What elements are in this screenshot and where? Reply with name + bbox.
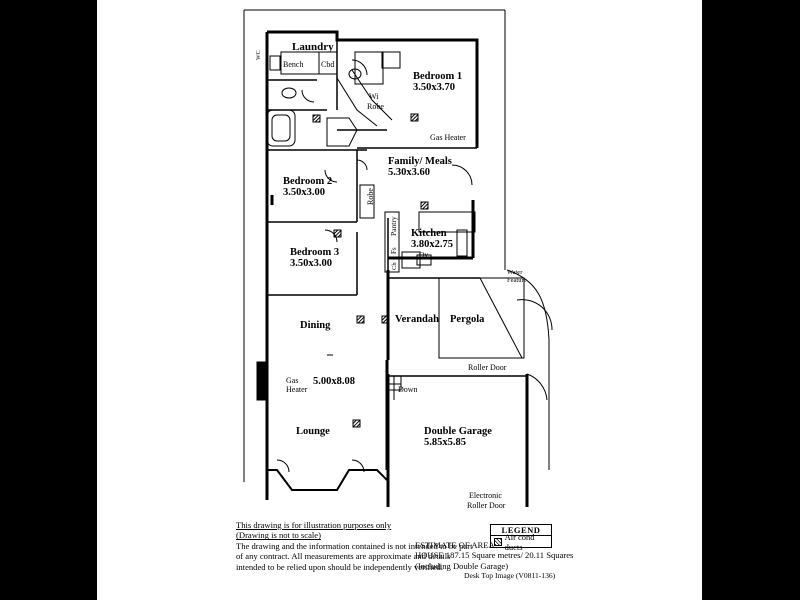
kitchen-label: Kitchen: [411, 228, 447, 239]
heater-label: Heater: [286, 385, 308, 394]
estimate-title: ESTIMATE OF AREA: [415, 540, 495, 550]
lounge-label: Lounge: [296, 426, 330, 437]
legend-title: LEGEND: [491, 525, 551, 536]
bay-window: [267, 469, 388, 491]
verandah-label: Verandah: [395, 314, 439, 325]
bedroom1-size: 3.50x3.70: [413, 82, 455, 93]
double-garage-label: Double Garage: [424, 426, 492, 437]
down-label: Down: [398, 385, 418, 394]
electronic-label: Electronic: [469, 491, 502, 500]
garage-size: 5.85x5.85: [424, 437, 466, 448]
bedroom2-size: 3.50x3.00: [283, 187, 325, 198]
gas-heater-top-label: Gas Heater: [430, 133, 466, 142]
footnote: Desk Top Image (V0811-136): [464, 571, 556, 580]
door-swings: [276, 59, 553, 473]
shed-label: Shed: [258, 379, 267, 396]
water-label: Water: [507, 269, 523, 276]
robe2-label: Robe: [366, 188, 375, 205]
feature-label: Feature: [507, 277, 527, 284]
estimate-of-area: ESTIMATE OF AREA HOUSE 187.15 Square met…: [415, 540, 605, 571]
estimate-house: HOUSE 187.15 Square metres/ 20.11 Square…: [415, 550, 574, 561]
shed-block: [256, 361, 268, 401]
roller-door-label: Roller Door: [468, 363, 507, 372]
bedroom2-label: Bedroom 2: [283, 176, 332, 187]
garage-walls: [386, 374, 529, 507]
estimate-garage-note: (Including Double Garage): [415, 560, 509, 571]
gas-label: Gas: [286, 376, 298, 385]
bedroom3-label: Bedroom 3: [290, 247, 339, 258]
family-meals-size: 5.30x3.60: [388, 167, 430, 178]
stairs: [386, 375, 402, 400]
wardrobe: [336, 69, 393, 219]
wc-label: WC: [256, 50, 262, 60]
ov-label: Ov: [419, 250, 428, 259]
legend: LEGEND Air cond ducts: [490, 524, 552, 552]
disclaimer: This drawing is for illustration purpose…: [236, 520, 476, 572]
dining-label: Dining: [300, 320, 331, 331]
ch-label: Ch: [391, 262, 398, 270]
family-meals-label: Family/ Meals: [388, 156, 452, 167]
bench-label: Bench: [283, 60, 303, 69]
laundry-label: Laundry: [292, 41, 334, 53]
fixtures: [266, 51, 476, 356]
fs-label: Fs: [390, 247, 398, 254]
robe-label: Robe: [367, 102, 384, 111]
living-size: 5.00x8.08: [313, 376, 355, 387]
floor-plan-drawing: Laundry Bench Cbd WC Bedroom 1 3.50x3.70…: [243, 9, 553, 510]
bedroom1-label: Bedroom 1: [413, 71, 462, 82]
floor-plan-sheet: Laundry Bench Cbd WC Bedroom 1 3.50x3.70…: [97, 0, 702, 600]
legend-item: Air cond ducts: [504, 531, 535, 552]
air-cond-ducts: [312, 113, 429, 428]
disclaimer-body: The drawing and the information containe…: [236, 540, 473, 572]
hatched-square-icon: [494, 537, 502, 546]
bedroom3-size: 3.50x3.00: [290, 258, 332, 269]
disclaimer-line1: This drawing is for illustration purpose…: [236, 520, 392, 530]
pantry-label: Pantry: [389, 216, 398, 236]
cbd-label: Cbd: [321, 60, 334, 69]
pergola-label: Pergola: [450, 314, 485, 325]
disclaimer-line2: (Drawing is not to scale): [236, 530, 321, 541]
wi-label: Wi: [369, 92, 379, 101]
property-boundary: [243, 9, 506, 482]
kitchen-size: 3.80x2.75: [411, 239, 453, 250]
roller-door-2-label: Roller Door: [467, 501, 506, 510]
